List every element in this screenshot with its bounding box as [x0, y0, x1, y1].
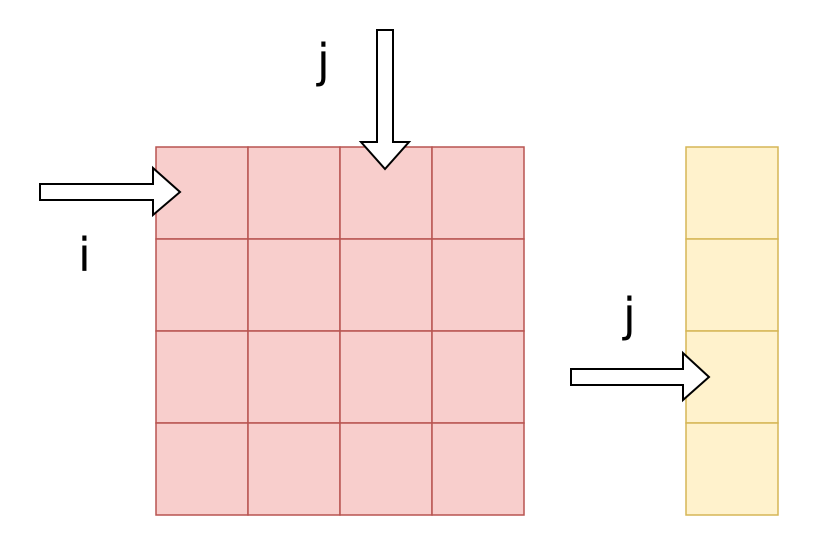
- vector: [685, 146, 779, 516]
- vector-element-arrow: [570, 350, 711, 403]
- vector-index-label: j: [623, 288, 636, 342]
- column-index-label: j: [317, 34, 330, 88]
- matrix-cell: [247, 330, 341, 424]
- vector-cell: [685, 422, 779, 516]
- matrix-cell: [339, 330, 433, 424]
- matrix-cell: [431, 422, 525, 516]
- matrix: [155, 146, 525, 516]
- matrix-cell: [431, 146, 525, 240]
- matrix-cell: [431, 330, 525, 424]
- matrix-cell: [247, 422, 341, 516]
- matrix-cell: [339, 422, 433, 516]
- vector-cell: [685, 146, 779, 240]
- matrix-cell: [155, 330, 249, 424]
- vector-cell: [685, 238, 779, 332]
- matrix-cell: [339, 238, 433, 332]
- row-index-label: i: [78, 228, 91, 282]
- row-arrow: [39, 165, 182, 218]
- column-arrow: [358, 29, 412, 171]
- matrix-cell: [431, 238, 525, 332]
- matrix-cell: [155, 422, 249, 516]
- matrix-cell: [155, 238, 249, 332]
- matrix-cell: [247, 238, 341, 332]
- matrix-cell: [247, 146, 341, 240]
